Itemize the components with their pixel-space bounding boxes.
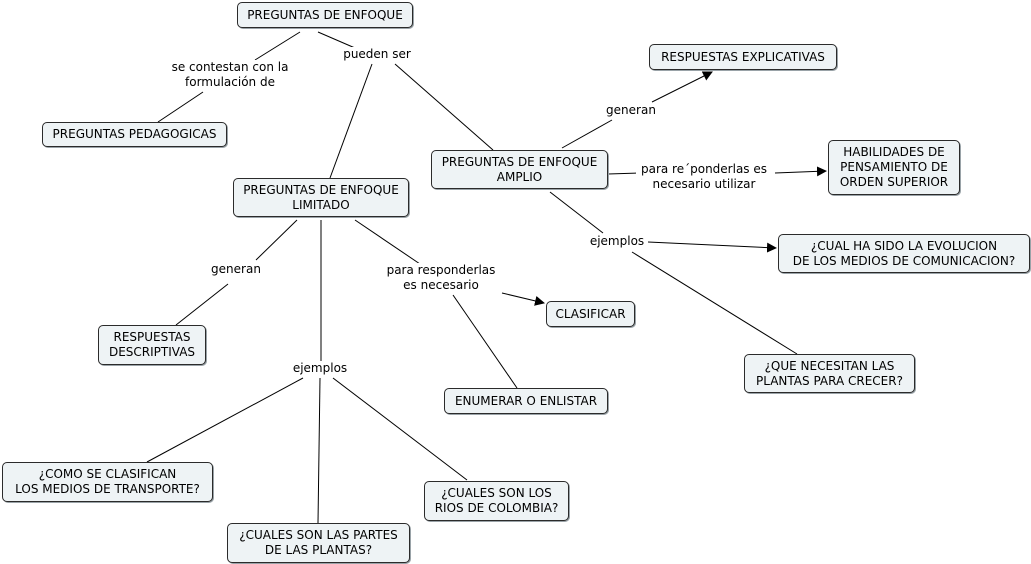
link-para-responder-to-enumerar bbox=[452, 294, 518, 389]
link-limitado-to-generan bbox=[255, 219, 298, 261]
label-generan-amplio: generan bbox=[602, 103, 660, 118]
label-para-responderlas-limitado: para responderlas es necesario bbox=[381, 263, 501, 293]
link-enfoque-to-se-contestan bbox=[254, 31, 301, 61]
label-pueden-ser: pueden ser bbox=[340, 47, 414, 62]
link-enfoque-to-pueden-ser bbox=[317, 31, 356, 49]
link-pueden-ser-to-amplio bbox=[394, 63, 494, 151]
node-enfoque-amplio[interactable]: PREGUNTAS DE ENFOQUE AMPLIO bbox=[431, 150, 608, 189]
link-para-responder-to-clasificar bbox=[501, 292, 545, 306]
node-respuestas-descriptivas[interactable]: RESPUESTAS DESCRIPTIVAS bbox=[98, 325, 206, 365]
link-generan-to-descriptivas bbox=[175, 283, 229, 326]
node-clasificar[interactable]: CLASIFICAR bbox=[546, 301, 635, 327]
link-amplio-to-generan bbox=[561, 119, 613, 149]
link-se-contestan-to-pedagogicas bbox=[157, 91, 204, 123]
node-preguntas-enfoque[interactable]: PREGUNTAS DE ENFOQUE bbox=[237, 2, 413, 28]
node-evolucion-medios[interactable]: ¿CUAL HA SIDO LA EVOLUCION DE LOS MEDIOS… bbox=[778, 234, 1030, 273]
link-amplio-to-ejemplos bbox=[549, 191, 604, 234]
node-enfoque-limitado[interactable]: PREGUNTAS DE ENFOQUE LIMITADO bbox=[233, 178, 409, 217]
node-plantas-crecer[interactable]: ¿QUE NECESITAN LAS PLANTAS PARA CRECER? bbox=[744, 354, 915, 393]
label-se-contestan: se contestan con la formulación de bbox=[168, 60, 292, 90]
link-ejemplos-to-rios bbox=[332, 377, 468, 481]
label-ejemplos-limitado: ejemplos bbox=[288, 361, 352, 376]
node-habilidades[interactable]: HABILIDADES DE PENSAMIENTO DE ORDEN SUPE… bbox=[828, 140, 960, 195]
label-para-responderlas-amplio: para re´ponderlas es necesario utilizar bbox=[636, 162, 772, 192]
label-ejemplos-amplio: ejemplos bbox=[586, 234, 648, 249]
node-partes-plantas[interactable]: ¿CUALES SON LAS PARTES DE LAS PLANTAS? bbox=[227, 523, 410, 563]
link-amplio-to-para-responder bbox=[607, 172, 639, 175]
node-rios-colombia[interactable]: ¿CUALES SON LOS RIOS DE COLOMBIA? bbox=[424, 481, 569, 521]
link-ejemplos-to-transporte bbox=[146, 377, 304, 463]
link-limitado-to-para-responder bbox=[354, 219, 421, 265]
link-ejemplos-to-evolucion bbox=[647, 241, 777, 253]
link-ejemplos-to-partes bbox=[317, 377, 321, 524]
link-pueden-ser-to-limitado bbox=[329, 63, 373, 179]
node-medios-transporte[interactable]: ¿COMO SE CLASIFICAN LOS MEDIOS DE TRANSP… bbox=[2, 462, 213, 502]
link-para-responder-to-habilidades bbox=[774, 166, 827, 177]
link-ejemplos-to-plantas-crecer bbox=[631, 251, 798, 355]
node-enumerar[interactable]: ENUMERAR O ENLISTAR bbox=[444, 388, 608, 414]
label-generan-limitado: generan bbox=[206, 262, 266, 277]
link-generan-to-explicativas bbox=[651, 71, 713, 103]
node-respuestas-explicativas[interactable]: RESPUESTAS EXPLICATIVAS bbox=[649, 44, 837, 70]
node-preguntas-pedagogicas[interactable]: PREGUNTAS PEDAGOGICAS bbox=[42, 122, 227, 147]
